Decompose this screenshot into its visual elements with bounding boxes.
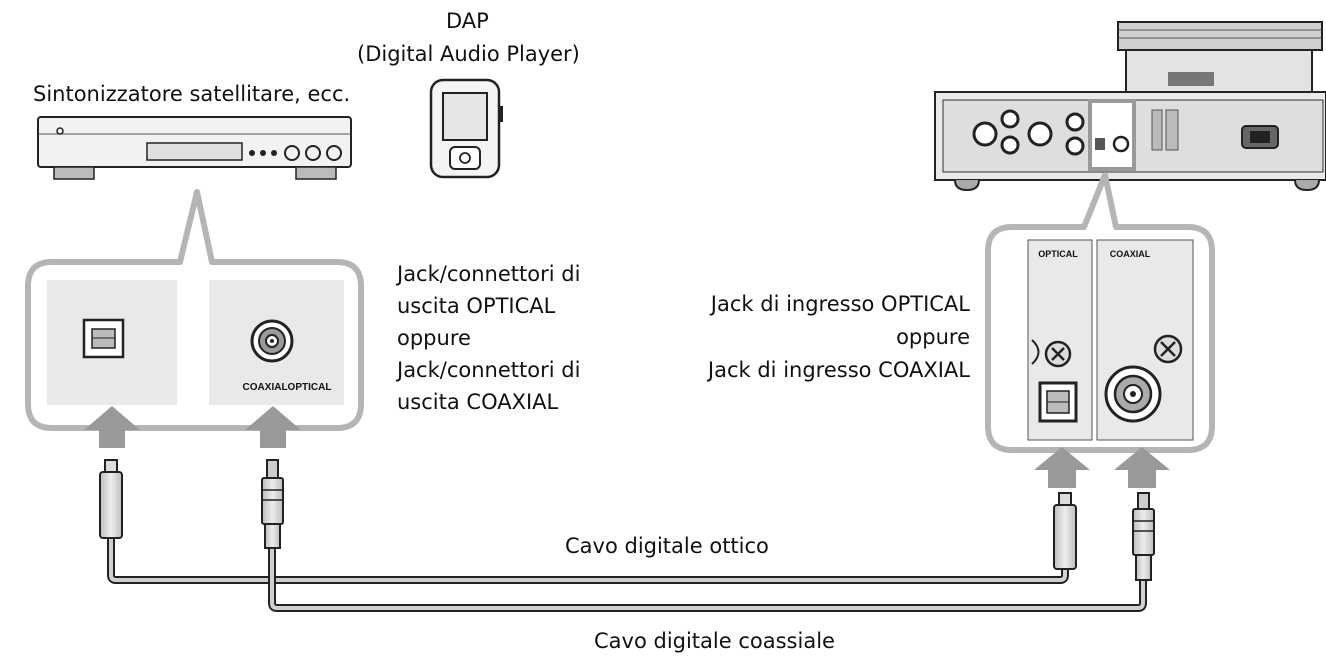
- amplifier-input-callout: [985, 172, 1215, 453]
- amp-screw-optical: [1044, 340, 1072, 368]
- source-panel-label: COAXIALOPTICAL: [243, 382, 332, 393]
- amplifier-device: [934, 21, 1326, 192]
- coaxial-up-arrow-left: [245, 406, 301, 448]
- optical-up-arrow-right: [1034, 447, 1090, 488]
- output-jacks-line: uscita OPTICAL: [397, 294, 556, 318]
- output-jacks-line: Jack/connettori di: [397, 262, 581, 286]
- satellite-tuner-device: [37, 116, 352, 180]
- output-jacks-line: uscita COAXIAL: [397, 390, 559, 414]
- coaxial-plug-right: [1132, 492, 1155, 581]
- optical-cable-label: Cavo digitale ottico: [565, 534, 769, 558]
- amp-screw-coaxial: [1153, 334, 1183, 364]
- source-optical-jack: [82, 318, 125, 359]
- dap-device: [429, 78, 503, 179]
- coaxial-up-arrow-right: [1114, 447, 1170, 488]
- input-jacks-description: Jack di ingresso OPTICAL oppure Jack di …: [660, 290, 970, 384]
- input-jacks-line: Jack di ingresso COAXIAL: [707, 358, 970, 382]
- optical-up-arrow-left: [84, 406, 140, 448]
- coaxial-plug-left: [261, 459, 284, 549]
- amp-optical-label: OPTICAL: [1038, 249, 1078, 259]
- coaxial-cable-label: Cavo digitale coassiale: [594, 629, 835, 653]
- output-jacks-description: Jack/connettori di uscita OPTICAL oppure…: [397, 260, 580, 416]
- amp-coaxial-jack: [1104, 365, 1162, 423]
- tuner-label: Sintonizzatore satellitare, ecc.: [33, 82, 351, 106]
- dap-subtitle: (Digital Audio Player): [357, 42, 580, 66]
- source-coaxial-jack: [250, 319, 294, 363]
- input-jacks-line: oppure: [896, 325, 970, 349]
- optical-plug-right: [1053, 492, 1077, 570]
- output-jacks-line: oppure: [397, 326, 471, 350]
- dap-title: DAP: [446, 9, 489, 33]
- output-jacks-line: Jack/connettori di: [397, 358, 581, 382]
- amp-coaxial-label: COAXIAL: [1110, 249, 1151, 259]
- optical-plug-left: [99, 459, 123, 539]
- amp-optical-jack: [1038, 381, 1078, 423]
- input-jacks-line: Jack di ingresso OPTICAL: [710, 292, 970, 316]
